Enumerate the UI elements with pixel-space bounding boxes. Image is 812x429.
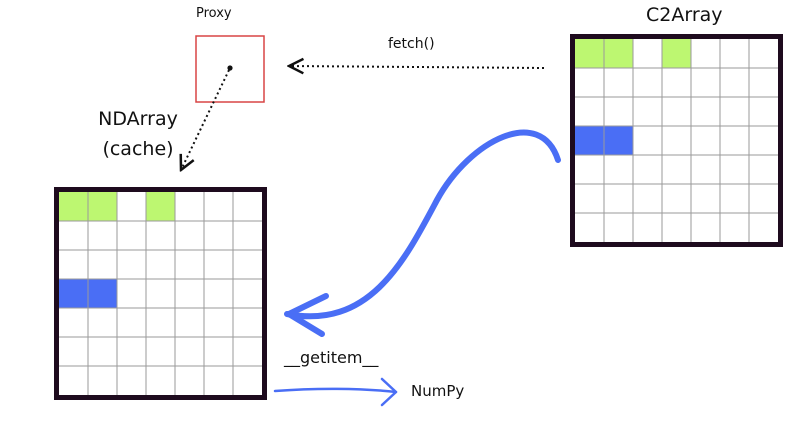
c2array-to-ndarray-curve	[284, 129, 561, 320]
getitem-arrowhead-icon	[380, 377, 398, 407]
fetch-label: fetch()	[388, 36, 435, 52]
c2array-label: C2Array	[646, 4, 723, 26]
c2array-green-cell	[575, 39, 604, 68]
getitem-arrow	[273, 387, 398, 394]
proxy-label: Proxy	[196, 6, 232, 21]
ndarray-green-cell	[146, 192, 175, 221]
ndarray-label: NDArray (cache)	[96, 104, 180, 164]
ndarray-blue-cell	[59, 279, 88, 308]
ndarray-green-cell	[88, 192, 117, 221]
ndarray-blue-cell	[88, 279, 117, 308]
getitem-label: __getitem__	[284, 348, 379, 367]
fetch-arrow	[289, 66, 545, 68]
c2array-green-cell	[662, 39, 691, 68]
proxy-to-ndarray-arrow	[181, 69, 230, 170]
ndarray-green-cell	[59, 192, 88, 221]
ndarray-label-line2: (cache)	[102, 138, 174, 160]
c2array-blue-cell	[604, 126, 633, 155]
numpy-label: NumPy	[411, 382, 465, 400]
ndarray-label-line1: NDArray	[98, 108, 178, 130]
c2array-blue-cell	[575, 126, 604, 155]
proxy-dot	[227, 65, 233, 71]
ndarray-grid	[54, 187, 267, 400]
c2array-grid	[570, 34, 783, 247]
curve-arrowhead-icon	[286, 293, 329, 337]
c2array-green-cell	[604, 39, 633, 68]
ndarray-frame	[54, 187, 267, 400]
c2array-frame	[570, 34, 783, 247]
